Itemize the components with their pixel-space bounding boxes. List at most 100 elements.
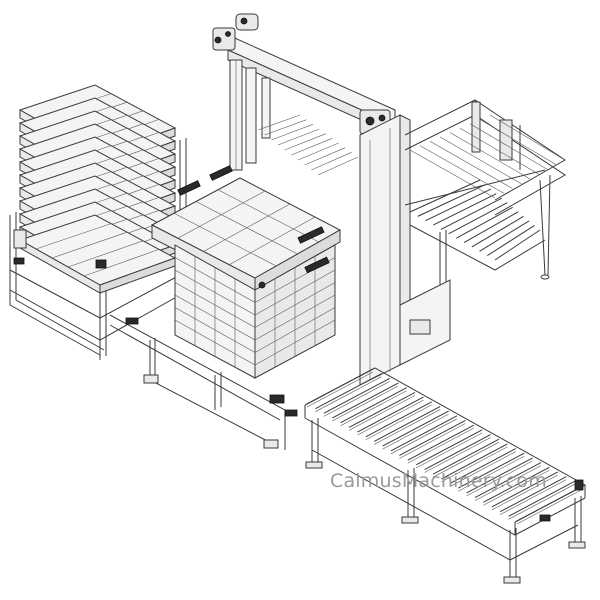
- infeed-roller: [417, 184, 486, 217]
- outfeed-roller: [357, 396, 424, 433]
- infeed-roller: [448, 202, 508, 235]
- pallet-transfer-conveyor: [109, 314, 298, 450]
- outfeed-roller: [373, 405, 441, 442]
- top-layer-grid: [173, 189, 319, 267]
- outfeed-roller-shadow: [332, 385, 399, 422]
- outfeed-roller-shadow: [441, 446, 508, 483]
- outfeed-roller-shadow: [340, 390, 407, 426]
- outfeed-roller-shadow: [516, 488, 584, 525]
- outfeed-roller-shadow: [348, 395, 416, 431]
- outfeed-roller: [483, 466, 550, 503]
- outfeed-roller-shadow: [365, 404, 432, 441]
- infeed-upper-roller: [429, 140, 513, 189]
- top-grid-b: [229, 216, 316, 266]
- outfeed-roller-shadow: [474, 465, 542, 501]
- watermark: CalmusMachinery.com: [330, 470, 547, 492]
- infeed-conveyor: [404, 99, 566, 285]
- outfeed-roller: [315, 373, 382, 410]
- gantry-roller: [317, 156, 359, 176]
- infeed-roller: [471, 215, 524, 248]
- outfeed-roller: [432, 438, 500, 475]
- gantry-roller: [304, 147, 346, 166]
- gantry-roller: [277, 128, 320, 146]
- infeed-upper-roller: [409, 149, 496, 199]
- carton-grid-lines: [174, 256, 336, 368]
- infeed-roller: [494, 229, 541, 261]
- outfeed-roller-shadow: [306, 371, 374, 408]
- outfeed-roller: [508, 480, 575, 517]
- outfeed-roller-shadow: [432, 441, 500, 478]
- outfeed-roller: [424, 434, 491, 470]
- outfeed-roller: [382, 410, 449, 447]
- outfeed-roller-shadow: [508, 484, 575, 520]
- outfeed-roller-set: [306, 368, 584, 525]
- infeed-roller: [479, 220, 530, 252]
- infeed-roller: [487, 225, 535, 257]
- outfeed-roller: [474, 462, 542, 499]
- pallet-board: [67, 240, 144, 268]
- outfeed-roller: [407, 424, 475, 461]
- lift-base: [399, 279, 451, 366]
- pallet-board: [83, 249, 160, 277]
- outfeed-roller-shadow: [315, 376, 382, 412]
- empty-pallet-stack: [18, 84, 177, 294]
- carton-load: [150, 165, 342, 379]
- infeed-roller: [432, 193, 497, 226]
- pallet-board: [51, 231, 128, 259]
- outfeed-roller: [323, 377, 391, 414]
- outfeed-roller: [365, 401, 433, 438]
- outfeed-roller-shadow: [458, 455, 525, 492]
- outfeed-roller: [399, 420, 466, 456]
- infeed-roller: [456, 206, 513, 239]
- outfeed-roller: [340, 387, 407, 424]
- infeed-roller: [425, 188, 492, 222]
- outfeed-roller-shadow: [491, 474, 558, 511]
- infeed-roller: [440, 197, 503, 230]
- infeed-upper-roller: [419, 145, 504, 194]
- outfeed-roller: [331, 382, 399, 419]
- infeed-upper-roller: [479, 119, 557, 166]
- outfeed-roller-shadow: [466, 460, 533, 497]
- top-grid-b: [203, 203, 291, 252]
- top-grid-a: [217, 189, 319, 243]
- outfeed-roller-shadow: [323, 381, 390, 417]
- outfeed-roller: [348, 391, 416, 428]
- outfeed-roller-shadow: [449, 451, 516, 487]
- infeed-roller-set: [409, 114, 566, 261]
- outfeed-roller-conveyor: [304, 367, 587, 584]
- outfeed-roller: [499, 476, 567, 513]
- outfeed-roller: [415, 429, 483, 466]
- pallet-board: [35, 223, 112, 250]
- outfeed-roller-shadow: [390, 418, 458, 455]
- gantry-roller: [257, 114, 301, 131]
- infeed-upper-roller: [489, 114, 566, 161]
- infeed-roller: [463, 211, 519, 243]
- outfeed-roller: [466, 457, 533, 494]
- outfeed-roller: [441, 443, 508, 480]
- gantry-roller: [271, 124, 313, 141]
- pallet-magazine: [9, 84, 187, 360]
- infeed-upper-roller: [449, 132, 531, 180]
- outfeed-roller: [516, 485, 584, 522]
- gantry-roller-bed: [257, 114, 359, 176]
- outfeed-roller: [457, 452, 525, 489]
- outfeed-roller: [390, 415, 458, 452]
- infeed-upper-roller: [469, 123, 548, 170]
- outfeed-roller-shadow: [416, 432, 483, 469]
- infeed-upper-roller: [459, 127, 539, 175]
- gantry-roller: [291, 138, 333, 156]
- outfeed-roller: [306, 368, 374, 405]
- outfeed-roller: [491, 471, 559, 508]
- infeed-roller: [409, 179, 481, 213]
- outfeed-roller-shadow: [382, 413, 449, 450]
- outfeed-roller-shadow: [407, 427, 474, 464]
- gantry-roller: [284, 133, 326, 151]
- gantry-roller: [311, 152, 352, 171]
- outfeed-roller-shadow: [483, 470, 550, 506]
- gantry-roller: [297, 142, 339, 161]
- outfeed-roller-shadow: [424, 437, 491, 473]
- outfeed-roller-shadow: [374, 409, 441, 445]
- outfeed-roller-shadow: [500, 479, 567, 515]
- gantry-roller: [264, 119, 307, 136]
